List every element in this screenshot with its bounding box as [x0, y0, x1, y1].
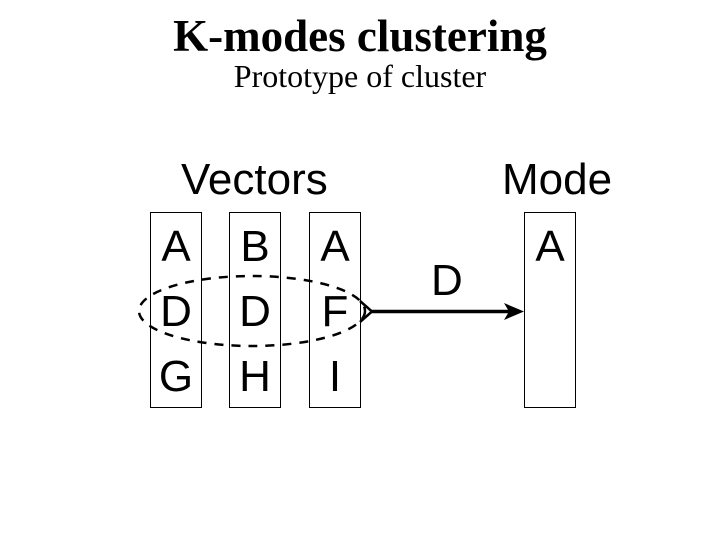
vector-box-2: B D H — [229, 212, 281, 408]
mode-column-label: Mode — [502, 155, 613, 204]
vector-3-letter-1: A — [320, 222, 350, 272]
ellipse-tail-point — [359, 300, 374, 323]
mode-cell-empty-1 — [525, 278, 575, 343]
vector-2-letter-2: D — [239, 287, 271, 336]
vector-1-letter-2: D — [160, 287, 192, 336]
vector-1-letter-1: A — [161, 222, 191, 272]
slide-title: K-modes clustering — [173, 11, 547, 61]
vector-3-letter-3: I — [328, 351, 342, 401]
mode-letter-1: A — [535, 222, 565, 272]
vector-box-1: A D G — [150, 212, 202, 408]
vector-1-letter-3: G — [158, 351, 194, 401]
vector-2-letter-1: B — [240, 222, 270, 272]
mode-cell-empty-2 — [525, 342, 575, 407]
arrow-label-d: D — [431, 256, 463, 305]
mode-arrow-head — [504, 303, 524, 320]
vector-box-3: A F I — [309, 212, 361, 408]
slide-subtitle: Prototype of cluster — [233, 58, 487, 94]
mode-box: A — [524, 212, 576, 408]
vectors-column-label: Vectors — [181, 155, 328, 204]
vector-3-letter-2: F — [321, 287, 349, 336]
vector-2-letter-3: H — [239, 351, 271, 401]
